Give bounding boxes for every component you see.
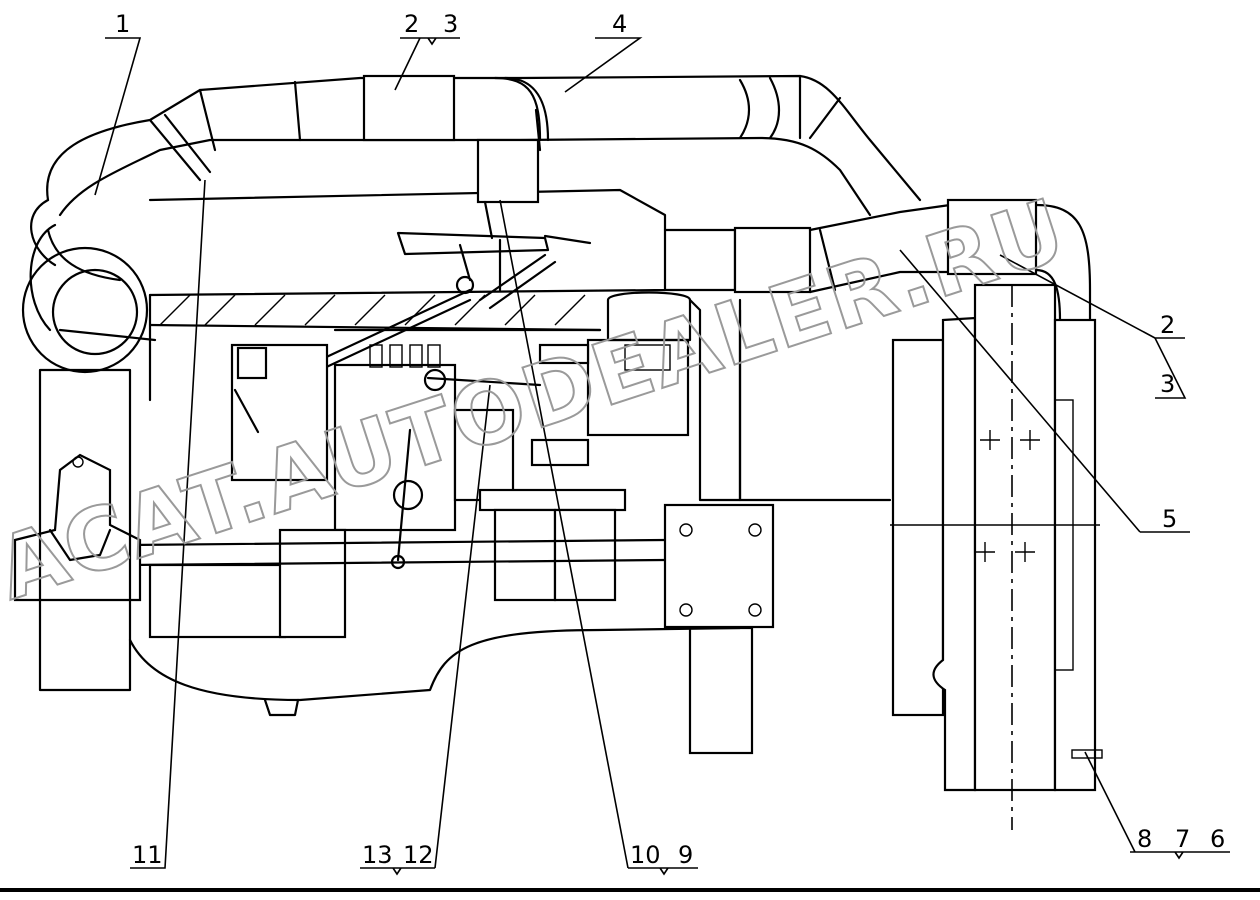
callout-9: 9 [678,841,693,869]
callout-2-right: 2 [1160,311,1175,339]
callout-12: 12 [403,841,434,869]
leader-lines [94,37,1230,876]
radiator [890,283,1103,830]
turbocharger [21,198,149,374]
callout-6: 6 [1210,825,1225,853]
throttle-linkage [318,108,592,372]
fuel-filter [493,291,692,602]
callout-10: 10 [630,841,661,869]
charge-air-pipe [46,74,922,217]
callout-1: 1 [115,10,130,38]
engine-mount [13,368,142,692]
callout-11: 11 [132,841,163,869]
callout-8: 8 [1137,825,1152,853]
injection-pump [230,328,627,570]
radiator-pipe [663,198,1092,322]
callout-5: 5 [1162,505,1177,533]
callout-4: 4 [612,10,627,38]
callout-2: 2 [404,10,419,38]
callout-3: 3 [443,10,458,38]
callout-3-right: 3 [1160,370,1175,398]
callout-7: 7 [1175,825,1190,853]
callouts: 1 2 3 4 2 3 5 8 7 6 10 9 13 12 11 [115,10,1225,869]
callout-13: 13 [362,841,393,869]
engine-block-lower [128,528,742,717]
bell-housing [663,298,892,755]
